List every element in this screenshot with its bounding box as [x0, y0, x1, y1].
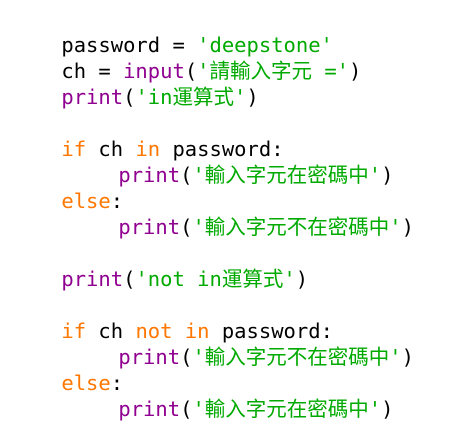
code-token-paren: (	[123, 267, 136, 291]
code-token-builtin-print: print	[118, 163, 181, 187]
code-token-string: 'not in運算式'	[135, 267, 296, 291]
code-line-8: print('輸入字元不在密碼中')	[12, 188, 454, 239]
code-token-colon: :	[110, 371, 124, 395]
code-line-1: password = 'deepstone'	[12, 6, 454, 57]
code-token-paren: )	[401, 345, 414, 369]
code-token-keyword-if: if	[61, 137, 87, 161]
code-token-identifier: ch	[86, 319, 136, 343]
code-token-builtin-print: print	[61, 85, 124, 109]
code-token-paren: )	[381, 397, 394, 421]
code-token-identifier: password:	[160, 137, 284, 161]
code-token-string: 'in運算式'	[135, 85, 247, 109]
code-token-paren: )	[349, 59, 362, 83]
code-token-paren: (	[180, 215, 193, 239]
code-line-2: ch = input('請輸入字元 =')	[12, 32, 454, 83]
code-token-assignment: password =	[61, 33, 198, 57]
code-token-string: '輸入字元在密碼中'	[192, 163, 382, 187]
code-line-10: print('not in運算式')	[12, 240, 454, 291]
code-line-6: print('輸入字元在密碼中')	[12, 136, 454, 187]
code-line-7: else:	[12, 162, 454, 213]
code-token-builtin-print: print	[118, 215, 181, 239]
code-token-keyword-else: else	[61, 189, 111, 213]
code-token-string: '輸入字元不在密碼中'	[192, 345, 402, 369]
code-token-paren: )	[295, 267, 309, 291]
code-line-14: else:	[12, 344, 454, 395]
code-token-colon: :	[110, 189, 124, 213]
code-token-string: '輸入字元在密碼中'	[192, 397, 382, 421]
code-token-identifier: password:	[209, 319, 333, 343]
code-token-keyword-else: else	[61, 371, 111, 395]
code-token-keyword-not: not	[135, 319, 173, 343]
code-line-13: print('輸入字元不在密碼中')	[12, 318, 454, 369]
code-token-identifier: ch	[86, 137, 136, 161]
code-line-12: if ch not in password:	[12, 292, 454, 343]
code-line-3: print('in運算式')	[12, 58, 454, 109]
code-token-builtin-print: print	[61, 267, 124, 291]
code-token-paren: )	[381, 163, 394, 187]
code-token-string: 'deepstone'	[197, 33, 333, 57]
code-token-string: '輸入字元不在密碼中'	[192, 215, 402, 239]
code-token-paren: (	[180, 163, 193, 187]
code-token-paren: (	[180, 345, 193, 369]
code-token-paren: )	[401, 215, 414, 239]
code-token-paren: (	[123, 85, 136, 109]
code-token-space	[172, 319, 184, 343]
code-line-5: if ch in password:	[12, 110, 454, 161]
code-token-keyword-in: in	[184, 319, 210, 343]
code-token-builtin-print: print	[118, 397, 181, 421]
code-token-paren: )	[246, 85, 259, 109]
code-token-string: '請輸入字元 ='	[197, 59, 350, 83]
code-token-paren: (	[180, 397, 193, 421]
code-token-builtin-print: print	[118, 345, 181, 369]
code-editor[interactable]: password = 'deepstone' ch = input('請輸入字元…	[0, 0, 454, 422]
code-token-assignment: ch =	[61, 59, 124, 83]
code-token-paren: (	[184, 59, 198, 83]
code-line-15: print('輸入字元在密碼中')	[12, 370, 454, 421]
code-token-builtin-input: input	[123, 59, 185, 83]
code-token-keyword-if: if	[61, 319, 87, 343]
code-token-keyword-in: in	[135, 137, 161, 161]
